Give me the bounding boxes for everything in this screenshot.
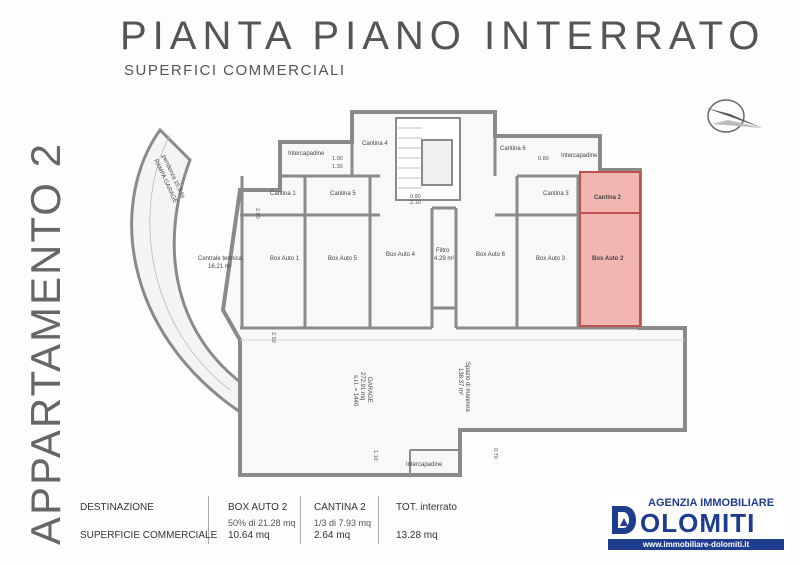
label-intercapedine-left: Intercapadine bbox=[288, 151, 325, 157]
label-cantina5: Cantina 5 bbox=[330, 191, 356, 197]
table-col2-value: 2.64 mq bbox=[314, 530, 351, 541]
label-box4: Box Auto 4 bbox=[386, 252, 416, 258]
logo-d-icon bbox=[612, 506, 636, 534]
compass-icon bbox=[706, 99, 762, 133]
dim-d100: 1.00 bbox=[332, 156, 343, 162]
label-centrale: Centrale termica bbox=[198, 256, 243, 262]
label-garage-area: 272.91 mq bbox=[359, 372, 365, 400]
label-box5: Box Auto 5 bbox=[328, 256, 358, 262]
label-cantina6: Cantina 6 bbox=[500, 146, 526, 152]
table-col1-value: 10.64 mq bbox=[228, 530, 270, 541]
dim-d090: 0.90 bbox=[410, 194, 421, 200]
table-col3-value: 13.28 mq bbox=[396, 530, 438, 541]
dim-d080: 0.80 bbox=[538, 156, 549, 162]
page-title: PIANTA PIANO INTERRATO bbox=[120, 14, 766, 58]
label-cantina3: Cantina 3 bbox=[543, 191, 569, 197]
label-box3: Box Auto 3 bbox=[536, 256, 566, 262]
page-subtitle: SUPERFICI COMMERCIALI bbox=[124, 62, 346, 79]
label-cantina1: Cantina 1 bbox=[270, 191, 296, 197]
label-spazio: Spazio di manovra bbox=[464, 362, 470, 412]
label-filtro: Filtro bbox=[436, 248, 450, 254]
logo-name-text: OLOMITI bbox=[640, 508, 756, 538]
label-cantina2: Cantina 2 bbox=[594, 195, 622, 201]
table-col1-head: BOX AUTO 2 bbox=[228, 502, 288, 513]
dim-d070: 0.70 bbox=[492, 448, 498, 459]
label-cantina4: Cantina 4 bbox=[362, 141, 388, 147]
dim-d130: 1.30 bbox=[332, 164, 343, 170]
logo-agency-text: AGENZIA IMMOBILIARE bbox=[648, 497, 775, 509]
dim-d250: 2.50 bbox=[270, 332, 276, 343]
label-box6: Box Auto 6 bbox=[476, 252, 506, 258]
table-col2-note: 1/3 di 7.93 mq bbox=[314, 518, 372, 528]
label-garage-note: s.r.l. = 1440 bbox=[352, 375, 358, 407]
label-spazio-area: 138.37 m² bbox=[457, 368, 463, 395]
side-title: APPARTAMENTO 2 bbox=[20, 30, 70, 550]
label-intercapedine-bottom: Intercapadine bbox=[406, 462, 443, 468]
table-col2-head: CANTINA 2 bbox=[314, 502, 366, 513]
table-col3-head: TOT. interrato bbox=[396, 502, 457, 513]
label-box1: Box Auto 1 bbox=[270, 256, 300, 262]
label-centrale-area: 16.21 m² bbox=[208, 264, 232, 270]
label-garage: GARAGE bbox=[366, 377, 372, 403]
table-col1-note: 50% di 21.28 mq bbox=[228, 518, 296, 528]
table-destinazione: DESTINAZIONE bbox=[80, 502, 154, 513]
floor-plan: Cantina 1 Cantina 5 Cantina 4 Cantina 6 … bbox=[130, 110, 687, 477]
label-intercapedine-right: Intercapadine bbox=[561, 153, 598, 159]
label-box2: Box Auto 2 bbox=[592, 256, 624, 262]
logo-url[interactable]: www.immobiliare-dolomiti.it bbox=[608, 539, 784, 550]
dim-d110: 1.10 bbox=[372, 450, 378, 461]
dim-d200: 2.00 bbox=[254, 208, 260, 219]
label-filtro-area: 4.29 m² bbox=[434, 256, 454, 262]
table-superficie: SUPERFICIE COMMERCIALE bbox=[80, 530, 218, 541]
dim-d210: 2.10 bbox=[410, 200, 421, 206]
highlight-unit bbox=[579, 171, 641, 327]
side-title-text: APPARTAMENTO 2 bbox=[22, 142, 69, 545]
